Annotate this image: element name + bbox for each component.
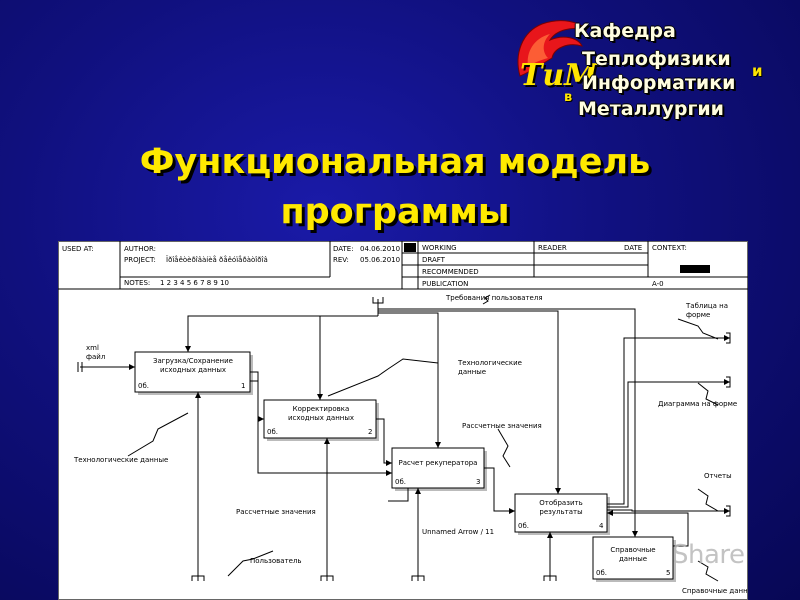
box-1-cost: 0б. — [138, 382, 149, 390]
watermark-text: Share — [672, 540, 745, 570]
label-table-on-form: Таблица на форме — [686, 302, 729, 319]
label-user: Пользователь — [250, 557, 302, 565]
notes-label: NOTES: — [124, 279, 151, 287]
slide-title-line-1: Функциональная модель — [139, 142, 651, 182]
box-3-title: Расчет рекуператора — [398, 459, 478, 467]
context-label: CONTEXT: — [652, 244, 687, 252]
dept-line-1: Кафедра — [574, 20, 676, 42]
slide-title-line-2: программы — [280, 192, 510, 232]
box-2-cost: 0б. — [267, 428, 278, 436]
author-label: AUTHOR: — [124, 245, 156, 253]
label-calc-values-2: Рассчетные значения — [236, 508, 316, 516]
dept-conj-and: и — [752, 62, 763, 80]
box-3-number: 3 — [476, 478, 481, 486]
project-label: PROJECT: — [124, 256, 156, 264]
date-value: 04.06.2010 — [360, 245, 401, 253]
box-1-title: Загрузка/Сохранение исходных данных — [152, 357, 233, 374]
idef0-diagram: USED AT: AUTHOR: PROJECT: Ïðîåêòèðîâàíèå… — [58, 241, 748, 600]
notes-value: 1 2 3 4 5 6 7 8 9 10 — [160, 279, 230, 287]
status-publication: PUBLICATION — [422, 280, 469, 288]
box-5-title: Справочные данные — [610, 546, 656, 563]
label-tech-data-2: Технологические данные — [74, 456, 169, 464]
reader-date-label: DATE — [624, 244, 643, 252]
label-reference-data: Справочные данные — [682, 587, 748, 595]
box-5-number: 5 — [666, 569, 671, 577]
status-working: WORKING — [422, 244, 457, 252]
label-xml-file: xml файл — [86, 344, 106, 361]
label-unnamed-arrow: Unnamed Arrow / 11 — [422, 528, 495, 536]
flame-icon — [517, 20, 588, 77]
date-label: DATE: — [333, 245, 354, 253]
label-tech-data-1: Технологические данные — [458, 359, 522, 376]
node-label: A-0 — [652, 280, 664, 288]
status-recommended: RECOMMENDED — [422, 268, 479, 276]
reader-label: READER — [538, 244, 567, 252]
label-chart-on-form: Диаграмма на форме — [658, 400, 738, 408]
box-2-number: 2 — [368, 428, 373, 436]
used-at-label: USED AT: — [62, 245, 94, 253]
box-5-cost: 0б. — [596, 569, 607, 577]
logo-letters: ТиМ — [520, 58, 598, 93]
box-4-number: 4 — [599, 522, 604, 530]
label-calc-values-1: Рассчетные значения — [462, 422, 542, 430]
label-reports: Отчеты — [704, 472, 732, 480]
box-4-cost: 0б. — [518, 522, 529, 530]
dept-line-4: Металлургии — [578, 98, 724, 120]
box-3-cost: 0б. — [395, 478, 406, 486]
diagram-lines — [58, 241, 748, 600]
label-user-requirements: Требования пользователя — [446, 294, 543, 302]
project-value: Ïðîåêòèðîâàíèå ðåêóïåðàòîðîâ — [166, 256, 268, 264]
rev-label: REV: — [333, 256, 349, 264]
dept-line-2: Теплофизики — [582, 48, 731, 70]
department-logo: ТиМ Кафедра Теплофизики и Информатики в … — [512, 14, 782, 126]
box-2-title: Корректировка исходных данных — [287, 405, 355, 422]
box-4-title: Отобразить результаты — [539, 499, 583, 516]
dept-conj-in: в — [564, 90, 573, 105]
status-draft: DRAFT — [422, 256, 445, 264]
dept-line-3: Информатики — [582, 72, 736, 94]
rev-value: 05.06.2010 — [360, 256, 401, 264]
box-1-number: 1 — [241, 382, 246, 390]
